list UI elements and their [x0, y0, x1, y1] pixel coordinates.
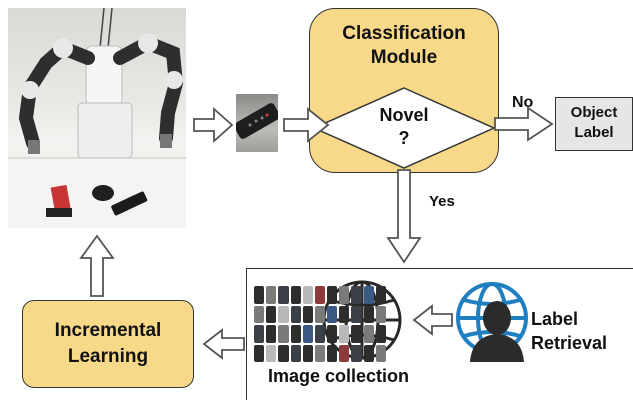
incremental-learning-box [22, 300, 194, 388]
image-thumbnail [351, 344, 362, 362]
image-collection-label: Image collection [268, 366, 410, 386]
incremental-line2: Learning [67, 346, 149, 367]
image-collection-grid [254, 286, 386, 362]
classification-title-line1: Classification [342, 23, 466, 44]
image-thumbnail [290, 325, 301, 343]
label-retrieval-line1: Label [531, 309, 579, 329]
object-label-line1: Object [570, 104, 618, 121]
image-thumbnail [302, 325, 313, 343]
novel-line1: Novel [379, 105, 429, 125]
image-thumbnail [278, 344, 289, 362]
image-thumbnail [254, 286, 265, 304]
arrow-yes-down [386, 169, 422, 264]
image-thumbnail [266, 344, 277, 362]
image-thumbnail [314, 305, 326, 323]
image-collection-frame [246, 268, 633, 400]
image-thumbnail [302, 305, 313, 323]
image-thumbnail [351, 325, 362, 343]
robot-photo [8, 8, 186, 228]
image-thumbnail [339, 305, 350, 323]
image-thumbnail [254, 325, 265, 343]
novel-decision-text: Novel ? [360, 104, 448, 150]
image-thumbnail [339, 344, 350, 362]
image-thumbnail [278, 305, 289, 323]
image-thumbnail [351, 286, 362, 304]
image-thumbnail [278, 325, 289, 343]
image-thumbnail [314, 286, 326, 304]
image-thumbnail [363, 344, 374, 362]
image-thumbnail [266, 325, 277, 343]
incremental-learning-text: Incremental Learning [22, 318, 194, 370]
label-retrieval-line2: Retrieval [531, 333, 608, 353]
image-thumbnail [375, 305, 386, 323]
image-thumbnail [278, 286, 289, 304]
image-thumbnail [290, 286, 301, 304]
novel-decision-diamond [312, 87, 496, 169]
label-retrieval-text: Label Retrieval [531, 307, 607, 355]
novel-line2: ? [398, 128, 410, 148]
arrow-retrieval-to-collection [412, 304, 453, 336]
object-label-text: Object Label [555, 103, 633, 143]
image-thumbnail [327, 305, 338, 323]
image-thumbnail [375, 286, 386, 304]
image-thumbnail [290, 305, 301, 323]
no-edge-label: No [512, 94, 534, 111]
arrow-robot-to-crop [193, 106, 234, 144]
image-thumbnail [266, 286, 277, 304]
robot-illustration [8, 8, 186, 228]
image-thumbnail [254, 305, 265, 323]
yes-edge-label: Yes [429, 193, 455, 210]
image-thumbnail [314, 344, 326, 362]
arrow-no-to-object-label [494, 106, 554, 142]
incremental-line1: Incremental [54, 320, 162, 341]
image-thumbnail [314, 325, 326, 343]
image-thumbnail [254, 344, 265, 362]
image-thumbnail [302, 286, 313, 304]
image-thumbnail [327, 325, 338, 343]
arrow-collection-to-incremental [202, 328, 245, 360]
arrow-incremental-to-robot [79, 234, 115, 297]
image-thumbnail [290, 344, 301, 362]
person-silhouette-icon [470, 301, 524, 362]
image-thumbnail [363, 286, 374, 304]
image-thumbnail [363, 325, 374, 343]
classification-module-title: Classification Module [309, 22, 499, 70]
image-thumbnail [339, 286, 350, 304]
object-label-line2: Label [574, 124, 614, 141]
image-thumbnail [327, 344, 338, 362]
image-thumbnail [375, 344, 386, 362]
classification-title-line2: Module [370, 47, 438, 68]
remote-control-photo [236, 94, 278, 152]
object-label-box [555, 97, 633, 151]
arrow-crop-to-module [283, 107, 330, 143]
image-thumbnail [363, 305, 374, 323]
image-thumbnail [375, 325, 386, 343]
image-thumbnail [266, 305, 277, 323]
image-thumbnail [302, 344, 313, 362]
image-thumbnail [327, 286, 338, 304]
image-thumbnail [351, 305, 362, 323]
image-thumbnail [339, 325, 350, 343]
